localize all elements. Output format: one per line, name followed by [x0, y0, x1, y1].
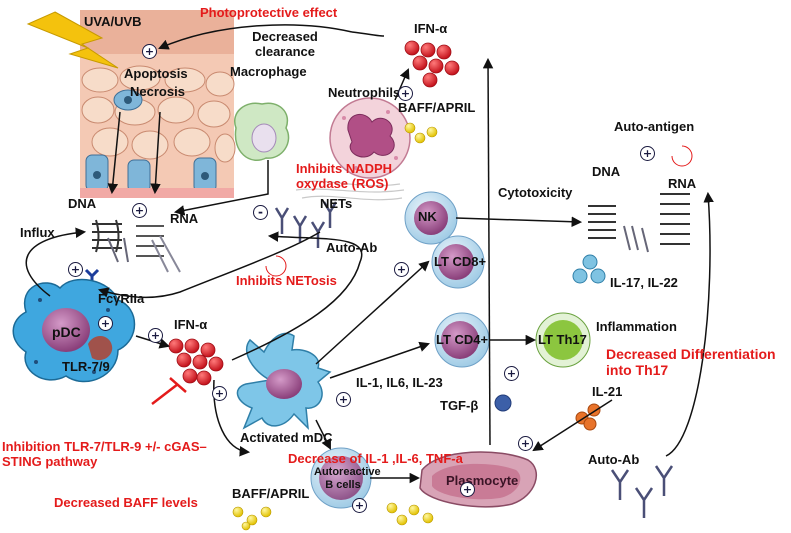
- lt-cd4-label: LT CD4+: [436, 332, 489, 347]
- necrosis-label: Necrosis: [130, 84, 185, 99]
- rna-left-label: RNA: [170, 211, 199, 226]
- plus-badge: +: [504, 366, 519, 381]
- interleukins-label: IL-1, IL6, IL-23: [356, 375, 443, 390]
- macrophage-cell: [233, 102, 290, 161]
- ifn-alpha-mid-label: IFN-α: [174, 317, 208, 332]
- cytotoxicity-label: Cytotoxicity: [498, 185, 573, 200]
- lt-cd8-cell: [431, 235, 485, 289]
- inflammation-label: Inflammation: [596, 319, 677, 334]
- plus-badge: +: [132, 203, 147, 218]
- tgf-beta-label: TGF-β: [440, 398, 479, 413]
- ifn-alpha-cluster-top: [404, 40, 460, 88]
- plasmocyte-cell: [419, 451, 538, 508]
- autoreactive-b-cells-label: Autoreactive B cells: [314, 466, 381, 491]
- baff-april-particles-bottom: [232, 502, 434, 531]
- plus-badge: +: [518, 436, 533, 451]
- il21-label: IL-21: [592, 384, 623, 399]
- tlr-label: TLR-7/9: [62, 359, 110, 374]
- nets-label: NETs: [320, 196, 353, 211]
- plus-badge: +: [336, 392, 351, 407]
- plus-badge: +: [148, 328, 163, 343]
- auto-antibody-group-mid: [274, 201, 338, 248]
- decrease-il-label: Decrease of IL-1 ,IL-6, TNF-a: [288, 451, 463, 466]
- dna-left-label: DNA: [68, 196, 97, 211]
- rotation-icon: [265, 145, 693, 277]
- nk-label: NK: [418, 209, 437, 224]
- inhibition-tbar: [151, 377, 187, 405]
- decreased-baff-label: Decreased BAFF levels: [54, 495, 198, 510]
- auto-antigen-label: Auto-antigen: [614, 119, 695, 134]
- lightning-icon: [26, 11, 119, 69]
- dna-rna-complex-right: [588, 193, 690, 253]
- inhibits-nadph-label: Inhibits NADPH oxydase (ROS): [296, 161, 393, 191]
- pdc-label: pDC: [52, 324, 81, 340]
- auto-ab-mid-label: Auto-Ab: [326, 240, 378, 255]
- pdc-cell: [12, 278, 136, 383]
- auto-ab-right-label: Auto-Ab: [588, 452, 640, 467]
- inhibits-netosis-label: Inhibits NETosis: [236, 273, 337, 288]
- baff-april-particles-top: [404, 122, 438, 144]
- plus-badge: +: [460, 482, 475, 497]
- fcgr-label: FcγRIIa: [98, 291, 145, 306]
- influx-label: Influx: [20, 225, 55, 240]
- arrows: [25, 24, 714, 484]
- decreased-clearance-label: Decreased clearance: [252, 29, 318, 59]
- lt-th17-cell: [535, 312, 591, 368]
- ifn-alpha-cluster-mid: [168, 338, 224, 386]
- macrophage-label: Macrophage: [230, 64, 307, 79]
- minus-badge: -: [253, 205, 268, 220]
- il21-cytokines: [575, 403, 601, 431]
- uva-uvb-label: UVA/UVB: [84, 14, 142, 29]
- il17-il22-label: IL-17, IL-22: [610, 275, 678, 290]
- ros-lines: [295, 180, 405, 201]
- activated-mdc-label: Activated mDC: [240, 430, 333, 445]
- lt-cd4-cell: [434, 312, 490, 368]
- tgf-beta-cytokine: [494, 394, 512, 412]
- plus-badge: +: [98, 316, 113, 331]
- decreased-differentiation-label: Decreased Differentiation into Th17: [606, 346, 776, 379]
- plus-badge: +: [394, 262, 409, 277]
- nk-cell: [404, 191, 458, 245]
- lt-cd8-label: LT CD8+: [434, 254, 487, 269]
- neutrophil-cell: [329, 97, 411, 179]
- ifn-alpha-top-label: IFN-α: [414, 21, 448, 36]
- dna-right-label: DNA: [592, 164, 621, 179]
- auto-antibody-group-right: [610, 465, 674, 518]
- activated-mdc-cell: [236, 332, 332, 431]
- skin-illustration: [80, 10, 236, 198]
- lt-th17-label: LT Th17: [538, 332, 587, 347]
- il17-il22-cytokines: [572, 254, 606, 284]
- plasmocyte-label: Plasmocyte: [446, 473, 519, 488]
- plus-badge: +: [352, 498, 367, 513]
- baff-april-bottom-label: BAFF/APRIL: [232, 486, 310, 501]
- neutrophils-label: Neutrophils: [328, 85, 401, 100]
- autoreactive-b-cell: [310, 447, 372, 509]
- photoprotective-label: Photoprotective effect: [200, 5, 338, 20]
- plus-badge: +: [68, 262, 83, 277]
- inhibition-tlr-label: Inhibition TLR-7/TLR-9 +/- cGAS–STING pa…: [2, 439, 207, 469]
- plus-badge: +: [398, 86, 413, 101]
- plus-badge: +: [640, 146, 655, 161]
- dna-rna-complex-left: [92, 219, 181, 273]
- baff-april-top-label: BAFF/APRIL: [398, 100, 476, 115]
- plus-badge: +: [142, 44, 157, 59]
- apoptosis-label: Apoptosis: [124, 66, 188, 81]
- plus-badge: +: [212, 386, 227, 401]
- rna-right-label: RNA: [668, 176, 697, 191]
